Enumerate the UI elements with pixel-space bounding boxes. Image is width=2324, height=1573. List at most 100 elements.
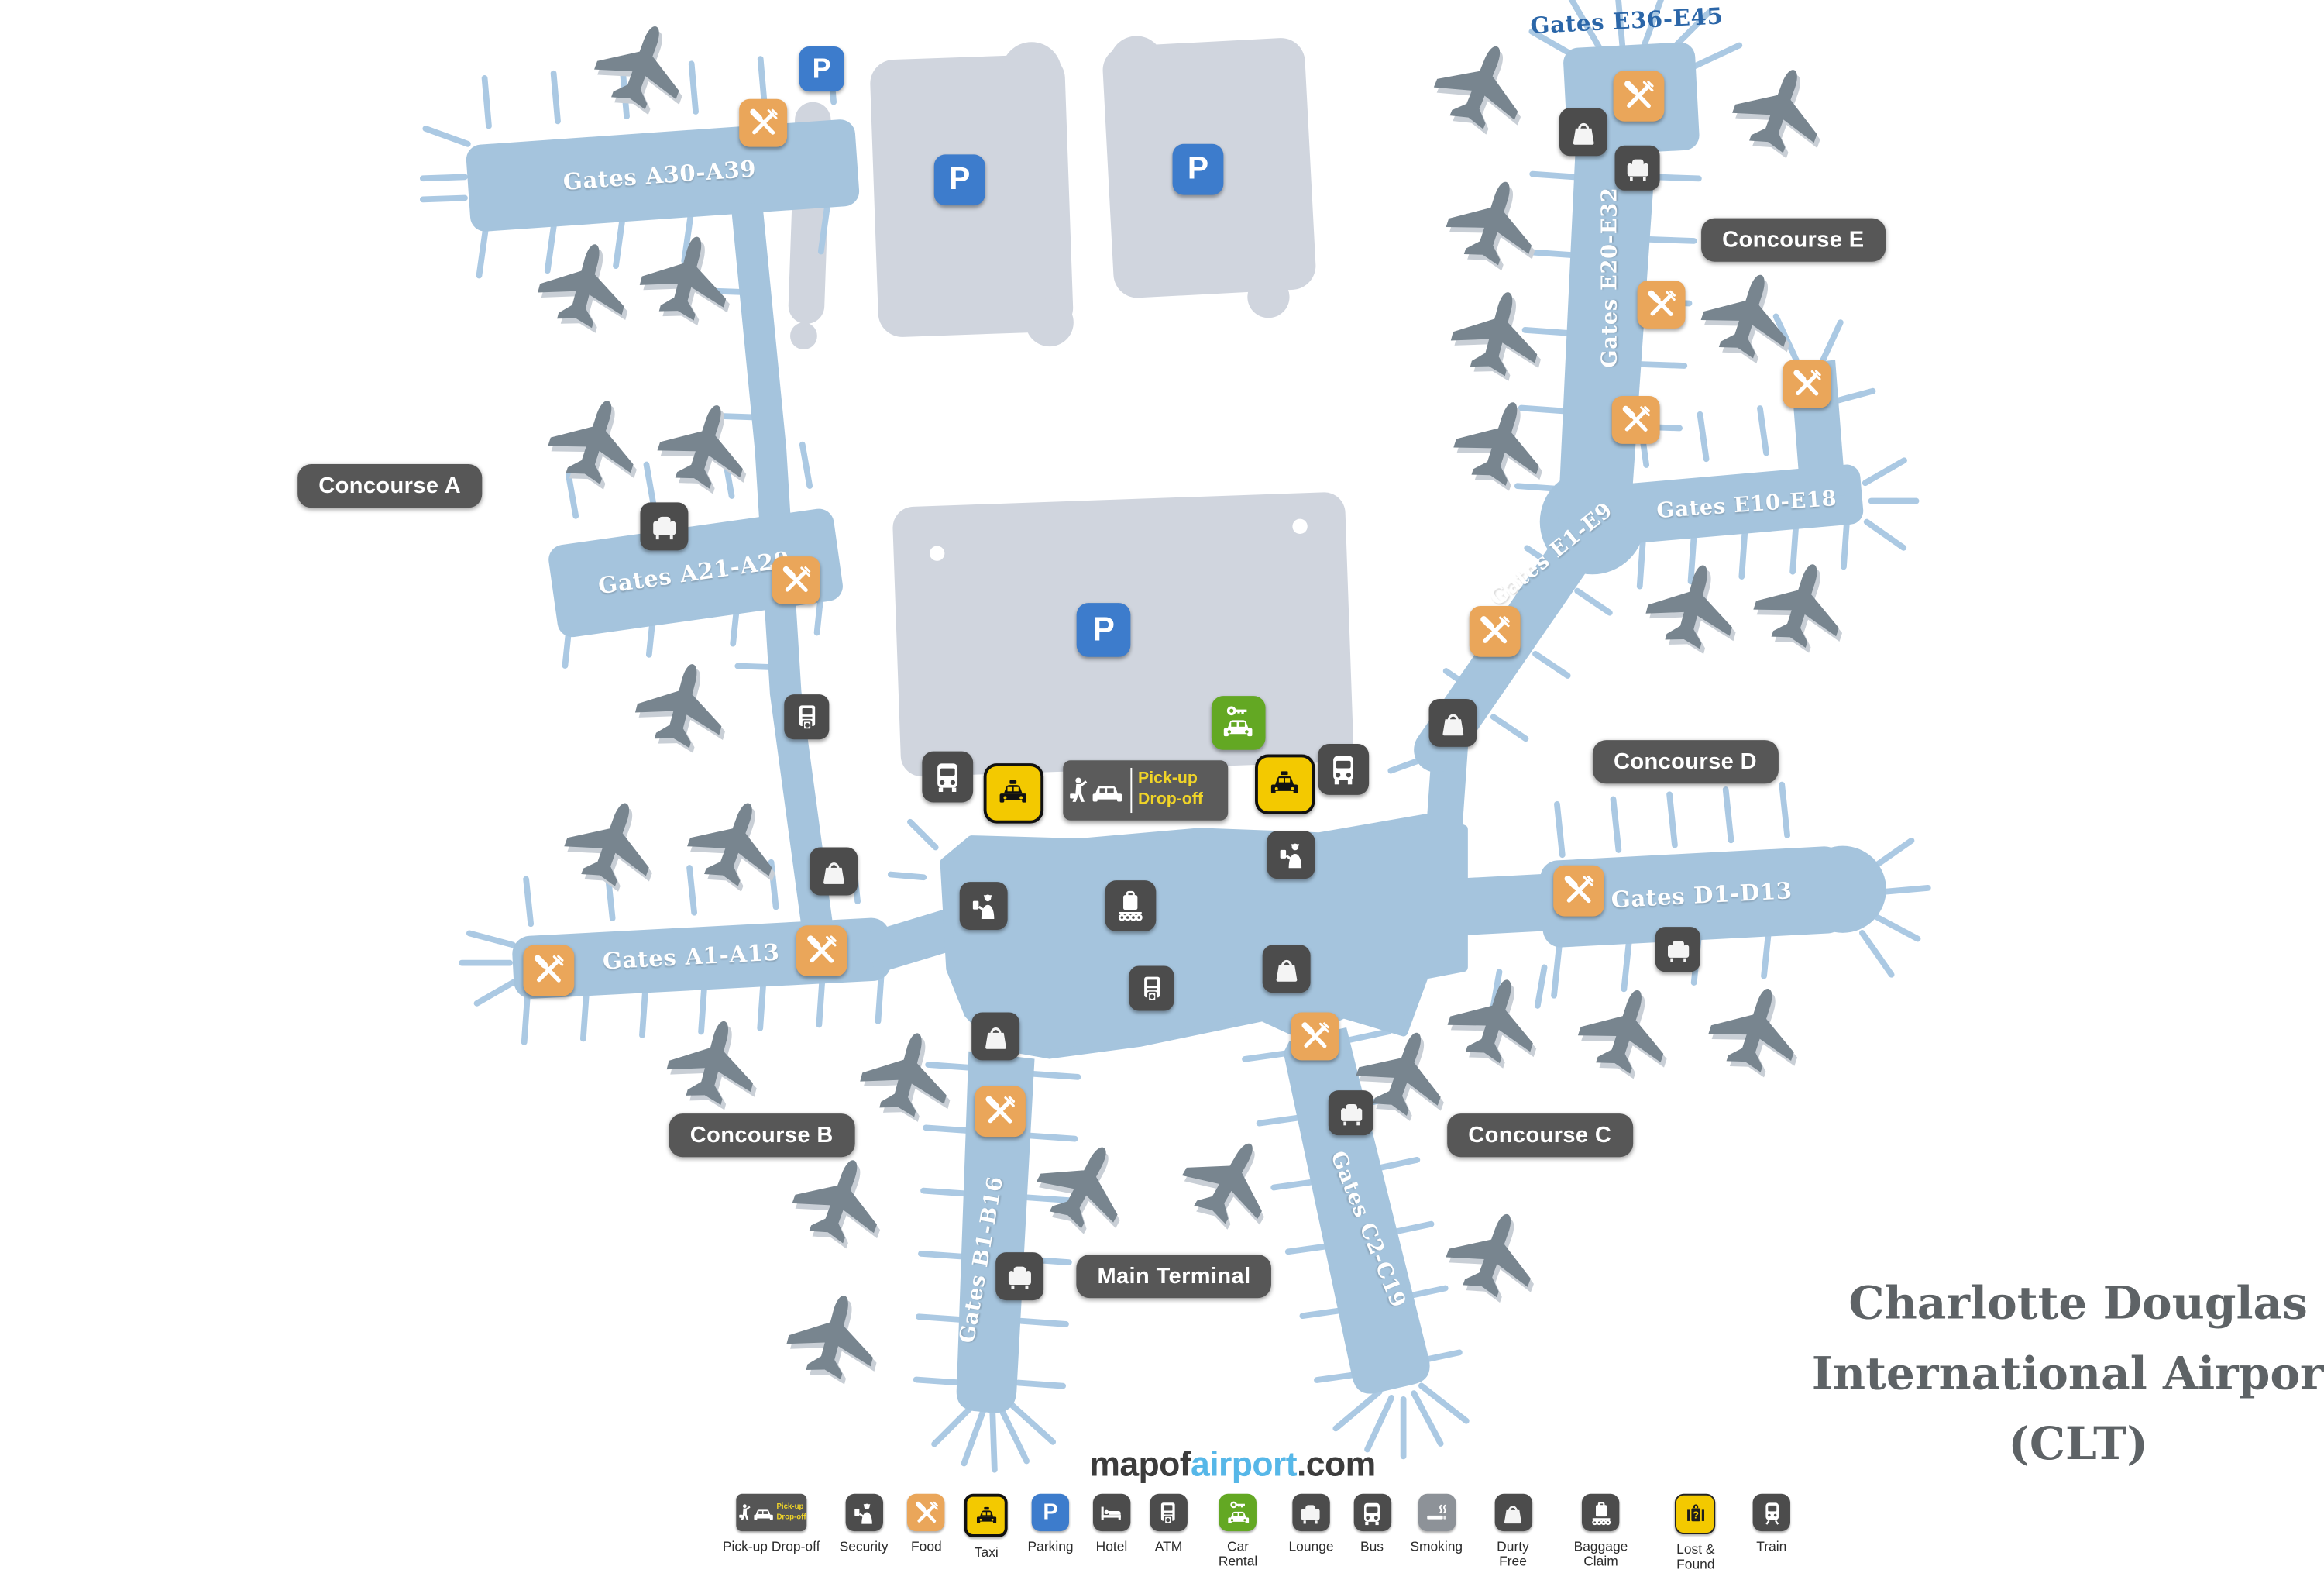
food-marker — [772, 556, 820, 605]
security-icon — [965, 888, 1002, 924]
lounge-icon — [1334, 1096, 1368, 1130]
legend-item-hotel: Hotel — [1092, 1493, 1131, 1554]
legend-label: Smoking — [1410, 1538, 1463, 1554]
plane-icon — [1025, 1127, 1147, 1247]
plane-icon — [679, 788, 795, 900]
lounge-marker — [1655, 927, 1700, 972]
taxi-marker — [1255, 754, 1315, 814]
title-line-2: International Airport — [1811, 1348, 2324, 1401]
bus-icon — [1324, 750, 1363, 789]
divider — [1130, 767, 1133, 814]
legend-item-taxi: Taxi — [964, 1493, 1009, 1561]
dutyfree-marker — [1559, 108, 1607, 157]
lounge-icon — [1002, 1258, 1038, 1295]
legend-item-dutyfree: Durty Free — [1482, 1493, 1543, 1570]
plane-icon — [660, 1010, 772, 1117]
lounge-icon — [1661, 932, 1695, 966]
legend-item-lostfound: Lost & Found — [1658, 1493, 1733, 1573]
legend-label: Security — [839, 1538, 889, 1554]
lounge-legend-icon — [1292, 1493, 1330, 1532]
legend-label: Lounge — [1288, 1538, 1334, 1554]
legend-label: Parking — [1027, 1538, 1074, 1554]
taxi-icon — [1264, 764, 1305, 805]
legend-label: Pick-up Drop-off — [722, 1538, 820, 1554]
dutyfree-icon — [816, 853, 852, 890]
legend-label: Taxi — [974, 1544, 999, 1560]
carrental-marker — [1211, 696, 1266, 750]
food-icon — [529, 951, 568, 990]
dutyfree-marker — [971, 1012, 1020, 1061]
plane-icon — [854, 1021, 965, 1129]
legend-label: Durty Free — [1497, 1538, 1529, 1570]
lostfound-legend-icon — [1675, 1493, 1716, 1535]
food-icon — [1789, 366, 1825, 402]
baggage-icon — [1111, 886, 1150, 925]
food-icon — [1618, 401, 1654, 438]
food-marker — [796, 925, 847, 977]
parking-lots — [788, 36, 1353, 777]
plane-icon — [1444, 281, 1556, 388]
food-icon — [1476, 612, 1514, 651]
food-marker — [1553, 865, 1604, 917]
dutyfree-icon — [1565, 114, 1601, 150]
plane-icon — [1639, 554, 1751, 661]
legend-item-atm: ATM — [1150, 1493, 1188, 1554]
legend-label: Train — [1756, 1538, 1787, 1554]
plane-icon — [555, 788, 672, 900]
plane-icon — [1570, 976, 1685, 1087]
plane-icon — [1446, 389, 1560, 499]
page-title: Charlotte Douglas International Airport … — [1808, 1268, 2324, 1480]
gate-label-e20-e32: Gates E20-E32 — [1598, 187, 1623, 368]
security-icon — [849, 1498, 879, 1528]
plane-icon — [1438, 168, 1552, 279]
atm-marker — [784, 694, 830, 740]
concourse-label-main-terminal: Main Terminal — [1076, 1255, 1272, 1299]
concourse-label-c: Concourse C — [1447, 1113, 1633, 1158]
bus-marker — [922, 751, 974, 803]
plane-icon — [586, 12, 702, 124]
legend-label: Bus — [1360, 1538, 1384, 1554]
atm-icon — [789, 700, 823, 734]
dutyfree-icon — [1435, 704, 1471, 741]
food-icon — [745, 105, 782, 141]
food-legend-icon — [907, 1493, 946, 1532]
legend-label: Lost & Found — [1676, 1541, 1715, 1573]
food-icon — [981, 1092, 1019, 1131]
title-line-3: (CLT) — [2008, 1418, 2148, 1471]
logo-suffix: .com — [1296, 1444, 1376, 1484]
security-marker — [1267, 831, 1315, 879]
legend-sign-text: Pick-up — [776, 1502, 804, 1512]
lounge-icon — [1620, 151, 1654, 185]
legend-item-bus: Bus — [1353, 1493, 1391, 1554]
legend-item-train: Train — [1752, 1493, 1791, 1554]
food-icon — [1559, 872, 1598, 910]
legend-label: Car Rental — [1218, 1538, 1258, 1570]
legend-label: Hotel — [1095, 1538, 1128, 1554]
title-line-1: Charlotte Douglas — [1848, 1278, 2308, 1330]
legend-item-security: Security — [839, 1493, 889, 1554]
legend-label: ATM — [1154, 1538, 1183, 1554]
lounge-marker — [1614, 145, 1660, 191]
food-marker — [1637, 280, 1686, 329]
food-icon — [803, 931, 841, 970]
concourse-shapes — [466, 42, 1886, 1413]
carrental-icon — [1218, 702, 1259, 743]
concourse-label-a: Concourse A — [297, 464, 483, 508]
pickup-sign-line2: Drop-off — [1138, 790, 1203, 809]
legend-label: Food — [911, 1538, 942, 1554]
lounge-marker — [995, 1252, 1044, 1301]
pickup-sign-line1: Pick-up — [1138, 769, 1198, 788]
plane-icon — [649, 391, 764, 502]
dutyfree-icon — [1498, 1498, 1528, 1528]
pickup-dropoff-icon — [1067, 771, 1127, 810]
plane-icon — [1700, 975, 1815, 1086]
food-marker — [523, 945, 575, 996]
site-logo[interactable]: mapofairport.com — [1089, 1444, 1376, 1485]
legend-item-baggage: Baggage Claim — [1563, 1493, 1638, 1570]
legend-label: Baggage Claim — [1573, 1538, 1628, 1570]
taxi-icon — [971, 1500, 1002, 1530]
food-marker — [1783, 360, 1831, 408]
